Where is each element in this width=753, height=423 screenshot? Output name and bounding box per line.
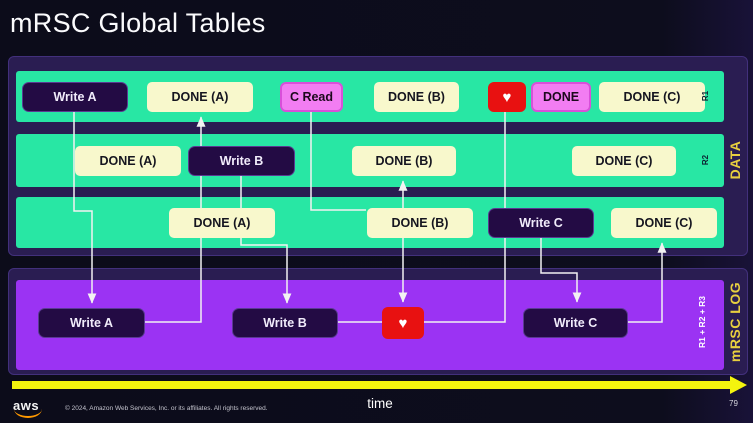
write-b-log-box: Write B (232, 308, 338, 338)
done-b-r2-box: DONE (B) (352, 146, 456, 176)
heartbeat-r1-box: ♥ (488, 82, 526, 112)
write-c-r3-box: Write C (488, 208, 594, 238)
mrsc-log-section-label: mRSC LOG (727, 281, 743, 363)
row-label-r2: R2 (701, 154, 710, 166)
c-read-r1-box: C Read (280, 82, 343, 112)
done-a-r3-box: DONE (A) (169, 208, 275, 238)
row-label-r1: R1 (701, 90, 710, 102)
done-a-r1-box: DONE (A) (147, 82, 253, 112)
page-title: mRSC Global Tables (10, 8, 266, 38)
done-b-r3-box: DONE (B) (367, 208, 473, 238)
heartbeat-log-box: ♥ (382, 307, 424, 339)
time-axis-arrowhead (730, 376, 747, 394)
heart-icon: ♥ (398, 314, 408, 332)
write-b-r2-box: Write B (188, 146, 295, 176)
write-a-r1-box: Write A (22, 82, 128, 112)
write-a-log-box: Write A (38, 308, 145, 338)
done-c-r3-box: DONE (C) (611, 208, 717, 238)
done-b-r1-box: DONE (B) (374, 82, 459, 112)
done-c-r2-box: DONE (C) (572, 146, 676, 176)
aws-smile-icon (14, 408, 42, 418)
copyright-text: © 2024, Amazon Web Services, Inc. or its… (65, 405, 268, 412)
heart-icon: ♥ (502, 88, 512, 106)
time-axis-label: time (367, 396, 393, 411)
data-section-label: DATA (727, 140, 743, 180)
time-axis-bar (12, 381, 730, 389)
done-a-r2-box: DONE (A) (75, 146, 181, 176)
log-row-label: R1 + R2 + R3 (697, 296, 707, 348)
done-pink-r1-box: DONE (531, 82, 591, 112)
page-number: 79 (729, 399, 738, 408)
done-c-r1-box: DONE (C) (599, 82, 705, 112)
write-c-log-box: Write C (523, 308, 628, 338)
